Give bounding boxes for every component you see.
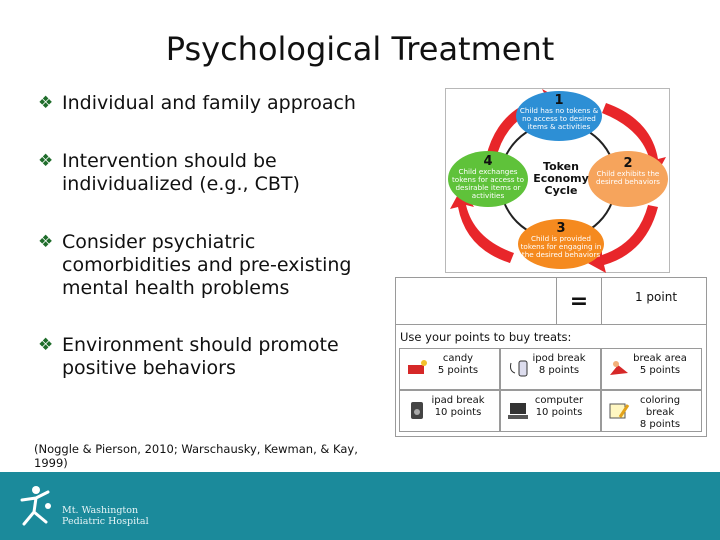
bullet-item: ❖ Intervention should be individualized … [38, 150, 372, 196]
hospital-name: Mt. Washington Pediatric Hospital [62, 505, 149, 527]
arrow-icon [450, 187, 514, 263]
slide-title: Psychological Treatment [165, 30, 555, 68]
cycle-center-label: Token Economy Cycle [533, 160, 589, 197]
cycle-step-2: 2 Child exhibits the desired behaviors [588, 151, 668, 207]
ipod-icon [510, 360, 528, 377]
cycle-step-3: 3 Child is provided tokens for engaging … [518, 219, 604, 269]
hospital-logo-icon [20, 486, 51, 526]
token-economy-cycle-diagram: 1 Child has no tokens & no access to des… [445, 88, 670, 273]
break-area-icon [610, 361, 628, 375]
equals-sign: = [556, 278, 602, 325]
token-chart: = 1 point Use your points to buy treats:… [395, 277, 707, 437]
diamond-bullet-icon: ❖ [38, 93, 54, 113]
bullet-item: ❖ Consider psychiatric comorbidities and… [38, 231, 372, 300]
diamond-bullet-icon: ❖ [38, 151, 54, 171]
bullet-text: Consider psychiatric comorbidities and p… [62, 231, 352, 299]
token-value-row: = 1 point [396, 278, 706, 325]
citation: (Noggle & Pierson, 2010; Warschausky, Ke… [34, 442, 358, 470]
footer-bar: Mt. Washington Pediatric Hospital [0, 472, 720, 540]
candy-icon [408, 360, 427, 374]
cycle-step-1: 1 Child has no tokens & no access to des… [516, 91, 602, 141]
bullet-text: Individual and family approach [62, 92, 356, 114]
diamond-bullet-icon: ❖ [38, 335, 54, 355]
bullet-item: ❖ Environment should promote positive be… [38, 334, 372, 380]
bullet-text: Environment should promote positive beha… [62, 334, 339, 379]
treats-heading: Use your points to buy treats: [400, 330, 572, 344]
coloring-icon [609, 403, 630, 419]
computer-icon [508, 403, 528, 419]
diamond-bullet-icon: ❖ [38, 232, 54, 252]
bullet-item: ❖ Individual and family approach [38, 92, 372, 115]
ipad-icon [411, 402, 423, 419]
one-point-label: 1 point [634, 290, 678, 304]
cycle-step-4: 4 Child exchanges tokens for access to d… [448, 151, 528, 207]
bullet-text: Intervention should be individualized (e… [62, 150, 300, 195]
